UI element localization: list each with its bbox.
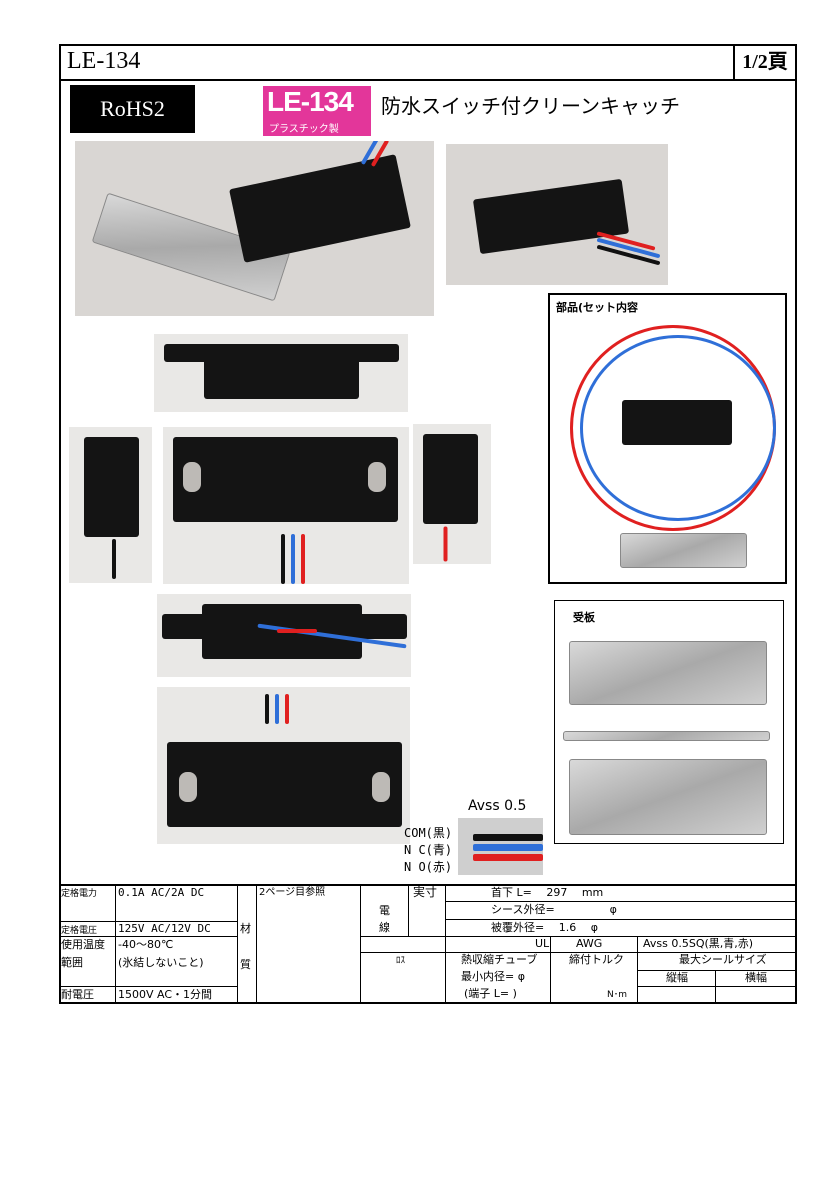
strike-plate-top [569,641,767,705]
strike-plate-bottom [569,759,767,835]
photo-top-view [163,427,409,584]
strike-plate-edge [563,731,770,741]
catch-body [173,437,398,522]
mount-hole [179,772,197,802]
catch-body [164,344,399,362]
rated-power-value: 0.1A AC/2A DC [118,886,205,899]
shrink-tube: 熱収縮チューブ [461,953,538,966]
parts-box-label: 部品(セット内容 [556,301,639,314]
sheath-diameter: シース外径= φ [491,903,617,916]
model-material: プラスチック製 [269,124,339,135]
material-label-1: 材 [240,922,251,935]
seal-vertical: 縦幅 [666,971,688,984]
wire-label-nc: N C(青) [404,843,453,857]
photo-wire-exit [157,594,411,677]
model-name: LE-134 [267,86,354,117]
wire-black [112,539,116,579]
torque-label: 締付トルク [569,953,624,966]
material-label-2: 質 [240,958,251,971]
photo-end-view-left [69,427,152,583]
parts-box: 部品(セット内容 [548,293,787,584]
model-badge: LE-134 プラスチック製 [263,86,371,136]
temp-value-2: (氷結しないこと) [118,956,204,969]
photo-plate-and-device [75,141,434,316]
document-frame: LE-134 1/2頁 [59,44,797,1004]
wire-red [285,694,289,724]
temp-label-1: 使用温度 [61,938,105,951]
wire-label-no: N O(赤) [404,860,453,874]
rohs-badge: RoHS2 [70,85,195,133]
page-number: 1/2頁 [733,46,795,79]
coating-diameter: 被覆外径= 1.6 φ [491,921,598,934]
wire-red [301,534,305,584]
wire-red [277,629,317,633]
wire-black [473,834,543,841]
withstand-value: 1500V AC・1分間 [118,988,213,1001]
wire-blue [275,694,279,724]
mount-hole [183,462,201,492]
wire-blue [291,534,295,584]
wire-black [281,534,285,584]
strike-plate [620,533,747,568]
rohs-column: ﾛｽ [396,956,406,966]
plate-box-label: 受板 [573,611,595,624]
catch-body [167,742,402,827]
mount-hole [372,772,390,802]
wire-red [443,526,448,562]
temp-label-2: 範囲 [61,956,83,969]
wire-black [265,694,269,724]
wire-blue [473,844,543,851]
catch-body [84,437,139,537]
seal-size-label: 最大シールサイズ [679,953,767,966]
temp-value-1: -40～80℃ [118,938,174,951]
withstand-label: 耐電圧 [61,988,94,1001]
photo-bottom-view [157,687,410,844]
photo-wire-ends [458,818,543,875]
wire-label-1: 電 [379,904,390,917]
wire-label-2: 線 [379,921,390,934]
wire-type: Avss 0.5 [468,798,527,814]
seal-horizontal: 横幅 [745,971,767,984]
wire-red [473,854,543,861]
spec-table: 定格電力 0.1A AC/2A DC 定格電圧 125V AC/12V DC 使… [59,884,797,1004]
doc-id: LE-134 [67,48,141,74]
catch-body [229,154,411,263]
terminal-length: (端子 L= ) [464,987,517,1000]
actual-size: 実寸 [413,885,438,899]
awg-label: AWG [576,937,603,950]
ul-label: UL [535,937,550,950]
catch-body [204,359,359,399]
photo-device-wires [446,144,668,285]
photo-side-view [154,334,408,412]
min-inner-diameter: 最小内径= φ [461,970,525,983]
material-note: 2ページ目参照 [259,887,326,898]
mount-hole [368,462,386,492]
catch-body [423,434,478,524]
torque-unit: N･m [607,990,627,1000]
rated-voltage-value: 125V AC/12V DC [118,922,211,935]
avss-spec: Avss 0.5SQ(黒,青,赤) [643,937,754,950]
photo-end-view-right [413,424,491,564]
wire-label-com: COM(黒) [404,826,453,840]
product-title: 防水スイッチ付クリーンキャッチ [381,94,680,118]
rated-power-label: 定格電力 [61,889,98,899]
header-bar: LE-134 1/2頁 [61,46,795,81]
rated-voltage-label: 定格電圧 [61,926,98,936]
neck-length: 首下 L= 297 mm [491,886,604,899]
plate-box: 受板 [554,600,784,844]
wire-loop [580,335,776,521]
